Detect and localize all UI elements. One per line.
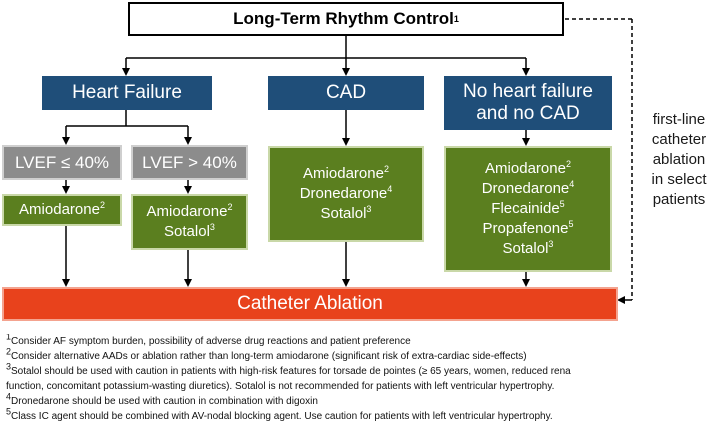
drug-name: Amiodarone — [19, 201, 100, 218]
drug-name: Propafenone — [482, 220, 569, 237]
lvef-low-label: LVEF ≤ 40% — [14, 152, 110, 172]
footnote-text: Class IC agent should be combined with A… — [11, 411, 553, 422]
drug-name: Amiodarone — [485, 160, 566, 177]
drug-item: Sotalol3 — [321, 204, 372, 224]
lvef-high-label: LVEF > 40% — [142, 152, 237, 172]
footnote-text: function, concomitant potassium-wasting … — [6, 381, 555, 392]
footnote: 2Consider alternative AADs or ablation r… — [6, 346, 718, 364]
cad-box: CAD — [268, 76, 424, 110]
drug-item: Dronedarone4 — [482, 179, 575, 199]
footnotes: 1Consider AF symptom burden, possibility… — [6, 334, 718, 424]
footnote-marker: 5 — [6, 406, 12, 417]
drug-footnote-marker: 2 — [227, 202, 233, 212]
footnote-marker: 3 — [6, 361, 12, 372]
footnote-marker: 4 — [6, 391, 12, 402]
heart-failure-label: Heart Failure — [72, 82, 182, 103]
drug-footnote-marker: 5 — [559, 199, 565, 209]
drug-footnote-marker: 4 — [569, 179, 575, 189]
drug-list-lvef-high: Amiodarone2 Sotalol3 — [131, 194, 248, 250]
drug-list-cad: Amiodarone2 Dronedarone4 Sotalol3 — [268, 146, 424, 242]
drug-name: Amiodarone — [303, 165, 384, 182]
drug-name: Sotalol — [502, 240, 549, 257]
drug-item: Amiodarone2 — [303, 164, 389, 184]
drug-item: Dronedarone4 — [300, 184, 393, 204]
footnote-text: Sotalol should be used with caution in p… — [11, 366, 571, 377]
footnote-text: Consider AF symptom burden, possibility … — [11, 336, 411, 347]
footnote: 1Consider AF symptom burden, possibility… — [6, 334, 718, 349]
title-text: Long-Term Rhythm Control — [233, 9, 454, 28]
drug-footnote-marker: 3 — [548, 239, 554, 249]
footnote: 5Class IC agent should be combined with … — [6, 406, 718, 424]
footnote: 3Sotalol should be used with caution in … — [6, 361, 718, 379]
drug-name: Amiodarone — [146, 203, 228, 220]
drug-name: Sotalol — [164, 223, 210, 240]
drug-name: Flecainide — [491, 200, 560, 217]
footnote: 4Dronedarone should be used with caution… — [6, 391, 718, 409]
lvef-high-box: LVEF > 40% — [131, 145, 248, 180]
side-note-line: catheter — [651, 131, 707, 148]
side-note-line: patients — [652, 191, 706, 208]
drug-item: Sotalol3 — [164, 222, 215, 242]
no-hf-label-line2: and no CAD — [476, 103, 580, 124]
first-line-ablation-note: first-line catheter ablation in select p… — [641, 110, 717, 210]
drug-list-lvef-low: Amiodarone2 — [2, 194, 122, 226]
cad-label: CAD — [325, 82, 367, 103]
drug-name: Dronedarone — [299, 185, 388, 202]
footnote-text: Consider alternative AADs or ablation ra… — [11, 351, 527, 362]
drug-item: Amiodarone2 — [485, 159, 571, 179]
footnote-marker: 2 — [6, 346, 12, 357]
side-note-line: in select — [651, 171, 707, 188]
lvef-low-box: LVEF ≤ 40% — [2, 145, 122, 180]
drug-item: Amiodarone2 — [19, 200, 105, 220]
drug-footnote-marker: 5 — [568, 219, 574, 229]
drug-footnote-marker: 2 — [565, 159, 571, 169]
drug-footnote-marker: 2 — [99, 200, 105, 210]
drug-name: Dronedarone — [481, 180, 570, 197]
footnote-marker: 1 — [6, 334, 12, 342]
drug-item: Flecainide5 — [491, 199, 564, 219]
drug-list-no-hf-no-cad: Amiodarone2 Dronedarone4 Flecainide5 Pro… — [444, 146, 612, 272]
catheter-ablation-box: Catheter Ablation — [2, 287, 618, 321]
side-note-line: first-line — [652, 111, 706, 128]
drug-item: Amiodarone2 — [147, 202, 233, 222]
footnote: function, concomitant potassium-wasting … — [6, 379, 718, 394]
no-hf-label-line1: No heart failure — [463, 81, 593, 102]
drug-item: Sotalol3 — [503, 239, 554, 259]
footnote-text: Dronedarone should be used with caution … — [11, 396, 318, 407]
side-note-line: ablation — [652, 151, 706, 168]
drug-name: Sotalol — [320, 205, 367, 222]
catheter-ablation-label: Catheter Ablation — [237, 293, 383, 314]
drug-item: Propafenone5 — [483, 219, 574, 239]
no-hf-no-cad-box: No heart failure and no CAD — [444, 76, 612, 130]
drug-footnote-marker: 2 — [383, 164, 389, 174]
drug-footnote-marker: 3 — [209, 222, 215, 232]
drug-footnote-marker: 4 — [387, 184, 393, 194]
drug-footnote-marker: 3 — [366, 204, 372, 214]
heart-failure-box: Heart Failure — [42, 76, 212, 110]
